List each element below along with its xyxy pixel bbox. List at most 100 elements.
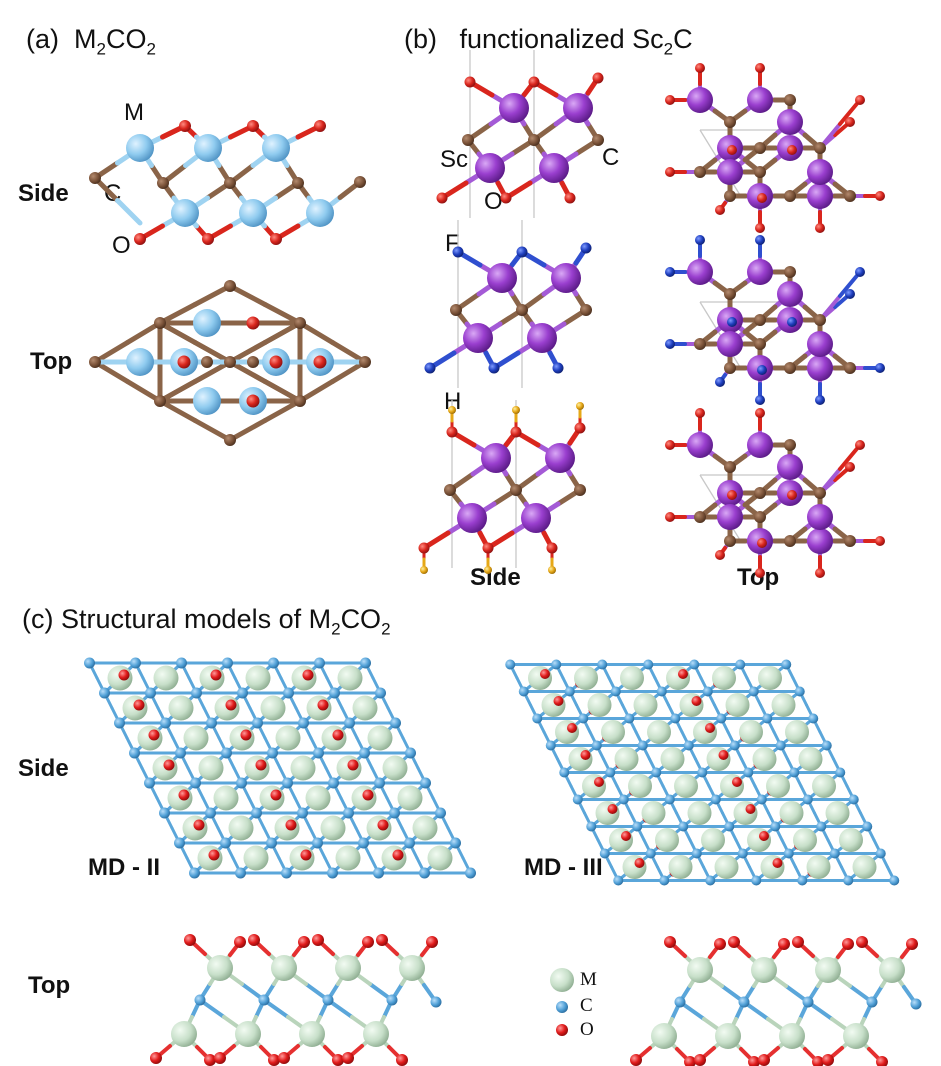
o-atom bbox=[246, 394, 260, 408]
c-atom bbox=[844, 190, 856, 202]
m-atom bbox=[747, 828, 771, 852]
o-atom bbox=[179, 120, 191, 132]
m-atom bbox=[153, 665, 179, 691]
f-atom bbox=[757, 365, 767, 375]
bond bbox=[838, 443, 862, 471]
m-atom bbox=[168, 695, 194, 721]
o-atom bbox=[362, 936, 374, 948]
o-atom bbox=[845, 117, 855, 127]
c-atom bbox=[829, 848, 840, 859]
m-atom bbox=[712, 666, 736, 690]
o-atom bbox=[362, 789, 374, 801]
legend-label-o: O bbox=[580, 1019, 594, 1040]
o-atom bbox=[728, 936, 740, 948]
m-atom bbox=[660, 747, 685, 771]
c-atom bbox=[220, 837, 231, 849]
m-atom bbox=[674, 774, 698, 798]
sc-atom bbox=[539, 153, 569, 183]
bond bbox=[262, 398, 303, 423]
c-atom bbox=[591, 740, 602, 751]
c-atom bbox=[252, 717, 263, 729]
sc-atom bbox=[807, 355, 833, 381]
m-atom bbox=[715, 1023, 741, 1049]
c-atom bbox=[754, 166, 766, 178]
m-atom bbox=[687, 801, 712, 825]
m-atom bbox=[399, 955, 425, 981]
o-atom bbox=[695, 408, 705, 418]
c-atom bbox=[705, 875, 716, 886]
m-atom bbox=[555, 720, 579, 744]
c-atom bbox=[266, 837, 277, 849]
f-atom bbox=[488, 362, 500, 374]
o-atom bbox=[665, 95, 675, 105]
c-atom bbox=[343, 807, 354, 819]
h-atom bbox=[512, 406, 520, 414]
bond bbox=[262, 379, 303, 404]
atom-label-o: O bbox=[112, 232, 131, 259]
m-atom bbox=[651, 1023, 677, 1049]
m-atom bbox=[595, 801, 620, 825]
m-atom bbox=[633, 693, 658, 717]
c-atom bbox=[444, 484, 456, 496]
panel-c-top-label: Top bbox=[28, 972, 71, 999]
m-atom bbox=[725, 693, 750, 717]
m-atom bbox=[239, 199, 267, 227]
bond bbox=[330, 340, 368, 365]
o-atom bbox=[634, 858, 645, 868]
atoms-layer bbox=[84, 63, 922, 1066]
m-atom bbox=[825, 801, 850, 825]
c-atom bbox=[866, 996, 878, 1008]
o-atom bbox=[757, 538, 767, 548]
bond bbox=[92, 359, 130, 384]
m-atom bbox=[666, 666, 690, 690]
c-atom bbox=[174, 837, 185, 849]
o-atom bbox=[270, 789, 282, 801]
sc-atom bbox=[527, 323, 557, 353]
o-atom bbox=[255, 759, 267, 771]
m-atom bbox=[614, 747, 639, 771]
c-atom bbox=[572, 794, 583, 805]
h-atom bbox=[484, 566, 492, 574]
o-atom bbox=[246, 316, 260, 330]
o-atom bbox=[755, 408, 765, 418]
o-atom bbox=[727, 490, 737, 500]
o-atom bbox=[580, 750, 591, 760]
o-atom bbox=[567, 723, 577, 733]
bond bbox=[838, 98, 862, 126]
sc-atom bbox=[777, 454, 803, 480]
c-atom bbox=[597, 659, 608, 670]
bond bbox=[115, 198, 143, 226]
o-atom bbox=[876, 1056, 888, 1066]
c-atom bbox=[875, 848, 886, 859]
model-label-md2: MD - II bbox=[88, 854, 160, 881]
bond bbox=[157, 379, 198, 404]
m-atom bbox=[126, 134, 154, 162]
o-atom bbox=[875, 536, 885, 546]
f-atom bbox=[855, 267, 865, 277]
o-atom bbox=[317, 699, 329, 711]
f-atom bbox=[452, 246, 464, 258]
sc-atom bbox=[687, 259, 713, 285]
m-atom bbox=[213, 785, 239, 811]
c-atom bbox=[784, 439, 796, 451]
o-atom bbox=[202, 233, 214, 245]
sc-atom bbox=[475, 153, 505, 183]
o-atom bbox=[855, 440, 865, 450]
c-atom bbox=[282, 777, 293, 789]
atom-label-sc: Sc bbox=[440, 146, 469, 173]
f-atom bbox=[552, 362, 564, 374]
c-atom bbox=[516, 304, 528, 316]
bond bbox=[92, 340, 130, 365]
o-atom bbox=[787, 145, 797, 155]
o-atom bbox=[556, 1024, 568, 1036]
c-atom bbox=[545, 740, 556, 751]
bond bbox=[227, 418, 268, 443]
c-atom bbox=[578, 713, 589, 724]
bond bbox=[157, 302, 198, 326]
m-atom bbox=[641, 801, 666, 825]
m-atom bbox=[798, 747, 823, 771]
sc-atom bbox=[777, 109, 803, 135]
m-atom bbox=[305, 785, 331, 811]
c-atom bbox=[224, 177, 236, 189]
c-atom bbox=[191, 687, 202, 699]
